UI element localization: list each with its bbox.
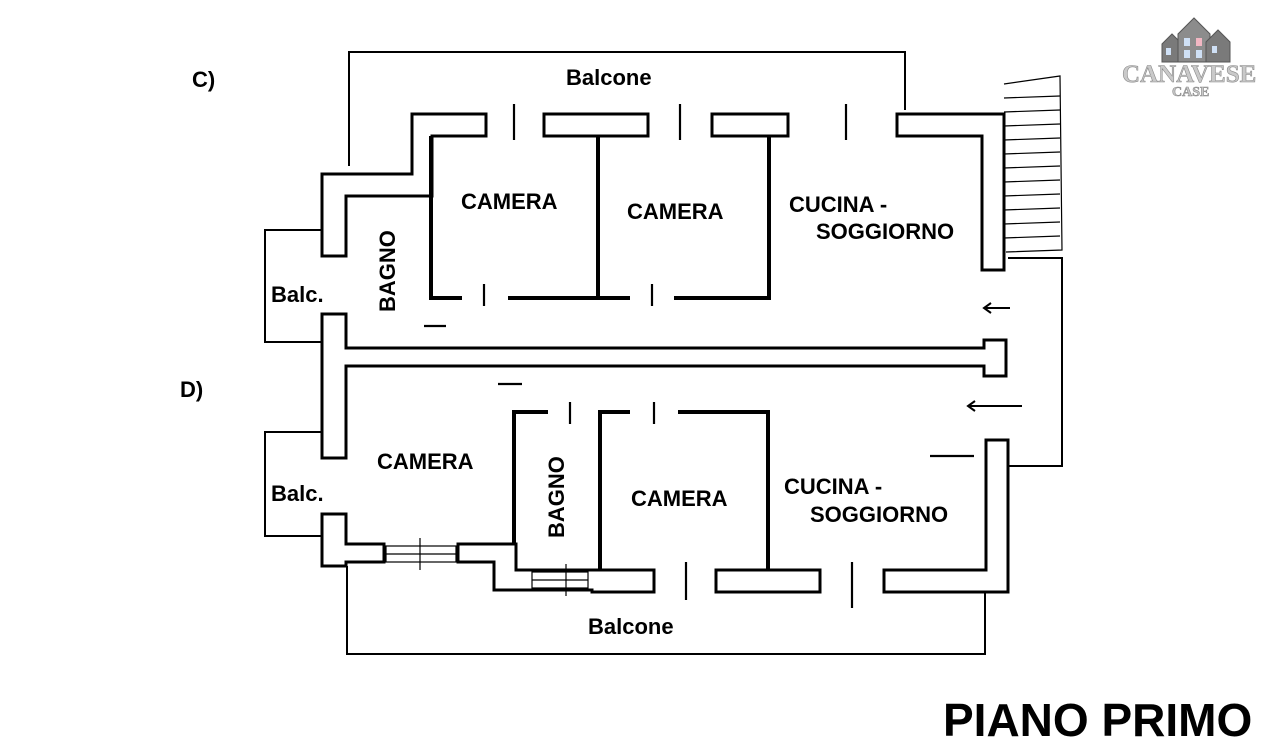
cucina-d-label-line1: CUCINA - — [784, 474, 882, 499]
wall-d-outer-bottom-left — [456, 542, 656, 594]
logo-name: CANAVESE — [1122, 61, 1256, 88]
corridor-wall — [320, 312, 1008, 460]
unit-c-label: C) — [192, 67, 215, 92]
cucina-c-label-line1: CUCINA - — [789, 192, 887, 217]
bagno-c-label: BAGNO — [375, 230, 400, 312]
labels-unit-d: D) Balc. CAMERA BAGNO CAMERA CUCINA - SO… — [180, 377, 948, 639]
arrow-left-icon — [982, 302, 1010, 314]
balc-d-outline — [264, 431, 322, 537]
cucina-c-label-line2: SOGGIORNO — [816, 219, 954, 244]
unit-d-label: D) — [180, 377, 203, 402]
walls-unit-c — [320, 104, 1006, 328]
balc-c-outline — [264, 229, 322, 343]
wall-c-bagno-camera — [429, 136, 433, 300]
camera-c-1-label: CAMERA — [461, 189, 558, 214]
camera-c-2-label: CAMERA — [627, 199, 724, 224]
camera-d-2-label: CAMERA — [631, 486, 728, 511]
landing-outline — [1008, 257, 1063, 467]
wall-c-top-1 — [542, 112, 650, 138]
balcone-c-outline — [348, 51, 906, 166]
wall-d-outer-left — [320, 512, 386, 568]
entrance-arrows — [966, 302, 1022, 412]
arrow-left-icon — [966, 400, 1022, 412]
wall-c-top-2 — [710, 112, 790, 138]
wall-c-camera-cucina — [767, 136, 771, 300]
balc-d-label: Balc. — [271, 481, 324, 506]
wall-d-bottom-1 — [714, 568, 822, 594]
canavese-case-logo: CANAVESE CASE — [1122, 17, 1257, 100]
logo-sub: CASE — [1172, 85, 1209, 100]
balc-c-label: Balc. — [271, 282, 324, 307]
plan-title: PIANO PRIMO — [943, 694, 1252, 746]
balcone-c-label: Balcone — [566, 65, 652, 90]
cucina-d-label-line2: SOGGIORNO — [810, 502, 948, 527]
balcone-d-label: Balcone — [588, 614, 674, 639]
balcone-d-outline — [346, 566, 986, 655]
wall-d-outer-right — [882, 438, 1010, 594]
balcony-outlines — [264, 51, 1063, 655]
wall-c-outer-left — [320, 112, 488, 258]
houses-icon — [1161, 17, 1231, 63]
wall-d-camera-bagno — [512, 412, 516, 568]
wall-d-camera-cucina — [766, 412, 770, 570]
wall-c-outer-right — [895, 112, 1006, 272]
wall-corridor — [320, 312, 1008, 460]
labels-unit-c: C) Balcone Balc. BAGNO CAMERA CAMERA CUC… — [192, 65, 954, 312]
wall-d-bagno-camera — [598, 412, 602, 570]
wall-c-camera-camera — [596, 136, 600, 300]
walls-unit-d — [320, 402, 1010, 608]
camera-d-1-label: CAMERA — [377, 449, 474, 474]
staircase — [1003, 75, 1063, 253]
bagno-d-label: BAGNO — [544, 456, 569, 538]
